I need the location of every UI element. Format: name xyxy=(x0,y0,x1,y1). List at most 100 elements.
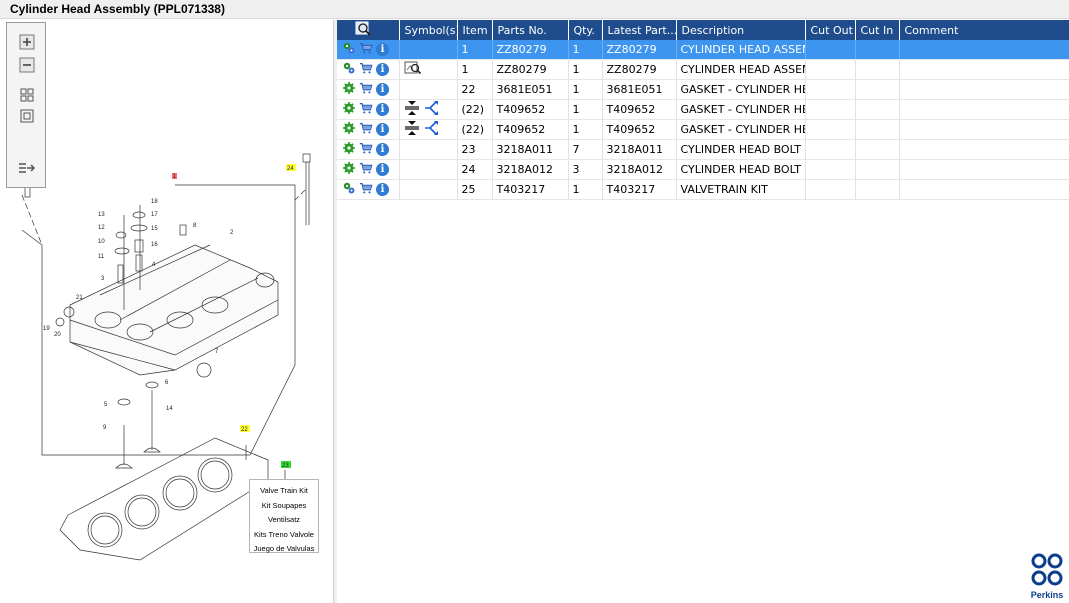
row-cut-in xyxy=(855,179,900,200)
gear-icon[interactable] xyxy=(342,101,356,118)
row-cut-in xyxy=(855,139,900,160)
export-icon[interactable] xyxy=(17,160,36,177)
row-qty: 3 xyxy=(568,159,603,180)
callout-18: 18 xyxy=(151,199,158,205)
info-icon[interactable]: i xyxy=(376,183,389,196)
callout-23: 23 xyxy=(282,463,289,469)
row-item: 1 xyxy=(457,59,493,80)
callout-17: 17 xyxy=(151,212,158,218)
row-latest-part: ZZ80279 xyxy=(602,59,677,80)
column-header-parts-no[interactable]: Parts No. xyxy=(492,20,569,40)
callout-14: 14 xyxy=(166,406,173,412)
info-icon[interactable]: i xyxy=(376,163,389,176)
callout-12: 12 xyxy=(98,225,105,231)
row-actions: i xyxy=(337,99,400,120)
assembly-icon[interactable] xyxy=(342,41,356,58)
row-comment xyxy=(899,159,1069,180)
callout-5: 5 xyxy=(104,402,108,408)
row-cut-out xyxy=(805,40,856,60)
column-header-symbols[interactable]: Symbol(s) xyxy=(399,20,458,40)
info-icon[interactable]: i xyxy=(376,103,389,116)
callout-19: 19 xyxy=(43,326,50,332)
column-header-search[interactable] xyxy=(337,20,400,40)
assembly-icon[interactable] xyxy=(342,181,356,198)
row-qty: 1 xyxy=(568,99,603,120)
cart-icon[interactable] xyxy=(359,101,373,118)
branch-icon[interactable] xyxy=(424,120,440,139)
fit-all-icon[interactable] xyxy=(17,86,36,103)
row-item: 1 xyxy=(457,40,493,60)
row-description: CYLINDER HEAD BOLT xyxy=(676,139,806,160)
fit-window-icon[interactable] xyxy=(17,107,36,124)
row-description: GASKET - CYLINDER HEAD xyxy=(676,119,806,140)
cart-icon[interactable] xyxy=(359,41,373,58)
assembly-icon[interactable] xyxy=(342,61,356,78)
row-description: GASKET - CYLINDER HEAD xyxy=(676,99,806,120)
row-description: VALVETRAIN KIT xyxy=(676,179,806,200)
kit-legend-line: Ventilsatz xyxy=(267,515,301,524)
column-header-latest-part[interactable]: Latest Part... xyxy=(602,20,677,40)
callout-2: 2 xyxy=(230,230,234,236)
info-icon[interactable]: i xyxy=(376,63,389,76)
row-actions: i xyxy=(337,59,400,80)
column-header-cut-in[interactable]: Cut In xyxy=(855,20,900,40)
info-icon[interactable]: i xyxy=(376,43,389,56)
callout-13: 13 xyxy=(98,212,105,218)
row-part-no: T409652 xyxy=(492,99,569,120)
kit-legend: Valve Train Kit Kit Soupapes Ventilsatz … xyxy=(249,479,319,553)
row-latest-part: T409652 xyxy=(602,119,677,140)
cart-icon[interactable] xyxy=(359,141,373,158)
row-part-no: 3218A011 xyxy=(492,139,569,160)
kit-legend-line: Valve Train Kit xyxy=(260,486,308,495)
column-header-qty[interactable]: Qty. xyxy=(568,20,603,40)
callout-1: 1 xyxy=(173,174,177,180)
column-header-cut-out[interactable]: Cut Out xyxy=(805,20,856,40)
info-icon[interactable]: i xyxy=(376,83,389,96)
cart-icon[interactable] xyxy=(359,121,373,138)
gear-icon[interactable] xyxy=(342,141,356,158)
search-icon[interactable] xyxy=(355,21,373,37)
compress-icon[interactable] xyxy=(404,100,420,119)
gear-icon[interactable] xyxy=(342,161,356,178)
row-cut-out xyxy=(805,179,856,200)
cart-icon[interactable] xyxy=(359,81,373,98)
column-header-comment[interactable]: Comment xyxy=(899,20,1069,40)
row-actions: i xyxy=(337,119,400,140)
cart-icon[interactable] xyxy=(359,181,373,198)
column-header-description[interactable]: Description xyxy=(676,20,806,40)
magnify-drawing-icon[interactable] xyxy=(404,60,422,79)
info-icon[interactable]: i xyxy=(376,143,389,156)
branch-icon[interactable] xyxy=(424,100,440,119)
zoom-toolbar xyxy=(6,22,46,188)
row-symbols xyxy=(399,119,458,140)
info-icon[interactable]: i xyxy=(376,123,389,136)
kit-legend-line: Juego de Valvulas xyxy=(253,544,315,553)
gear-icon[interactable] xyxy=(342,81,356,98)
splitter[interactable] xyxy=(334,20,337,603)
row-cut-out xyxy=(805,139,856,160)
column-header-item[interactable]: Item xyxy=(457,20,493,40)
row-cut-out xyxy=(805,119,856,140)
zoom-out-icon[interactable] xyxy=(17,56,36,73)
callout-9: 9 xyxy=(103,425,107,431)
cart-icon[interactable] xyxy=(359,61,373,78)
callout-24: 24 xyxy=(287,166,294,172)
cart-icon[interactable] xyxy=(359,161,373,178)
zoom-in-icon[interactable] xyxy=(17,33,36,50)
compress-icon[interactable] xyxy=(404,120,420,139)
diagram-pane[interactable]: 1 2 3 4 5 6 7 8 9 10 11 12 13 14 15 16 1… xyxy=(0,20,334,603)
row-latest-part: 3681E051 xyxy=(602,79,677,100)
row-symbols xyxy=(399,99,458,120)
exploded-diagram[interactable]: 1 2 3 4 5 6 7 8 9 10 11 12 13 14 15 16 1… xyxy=(0,20,333,603)
row-item: 24 xyxy=(457,159,493,180)
row-qty: 1 xyxy=(568,40,603,60)
gear-icon[interactable] xyxy=(342,121,356,138)
